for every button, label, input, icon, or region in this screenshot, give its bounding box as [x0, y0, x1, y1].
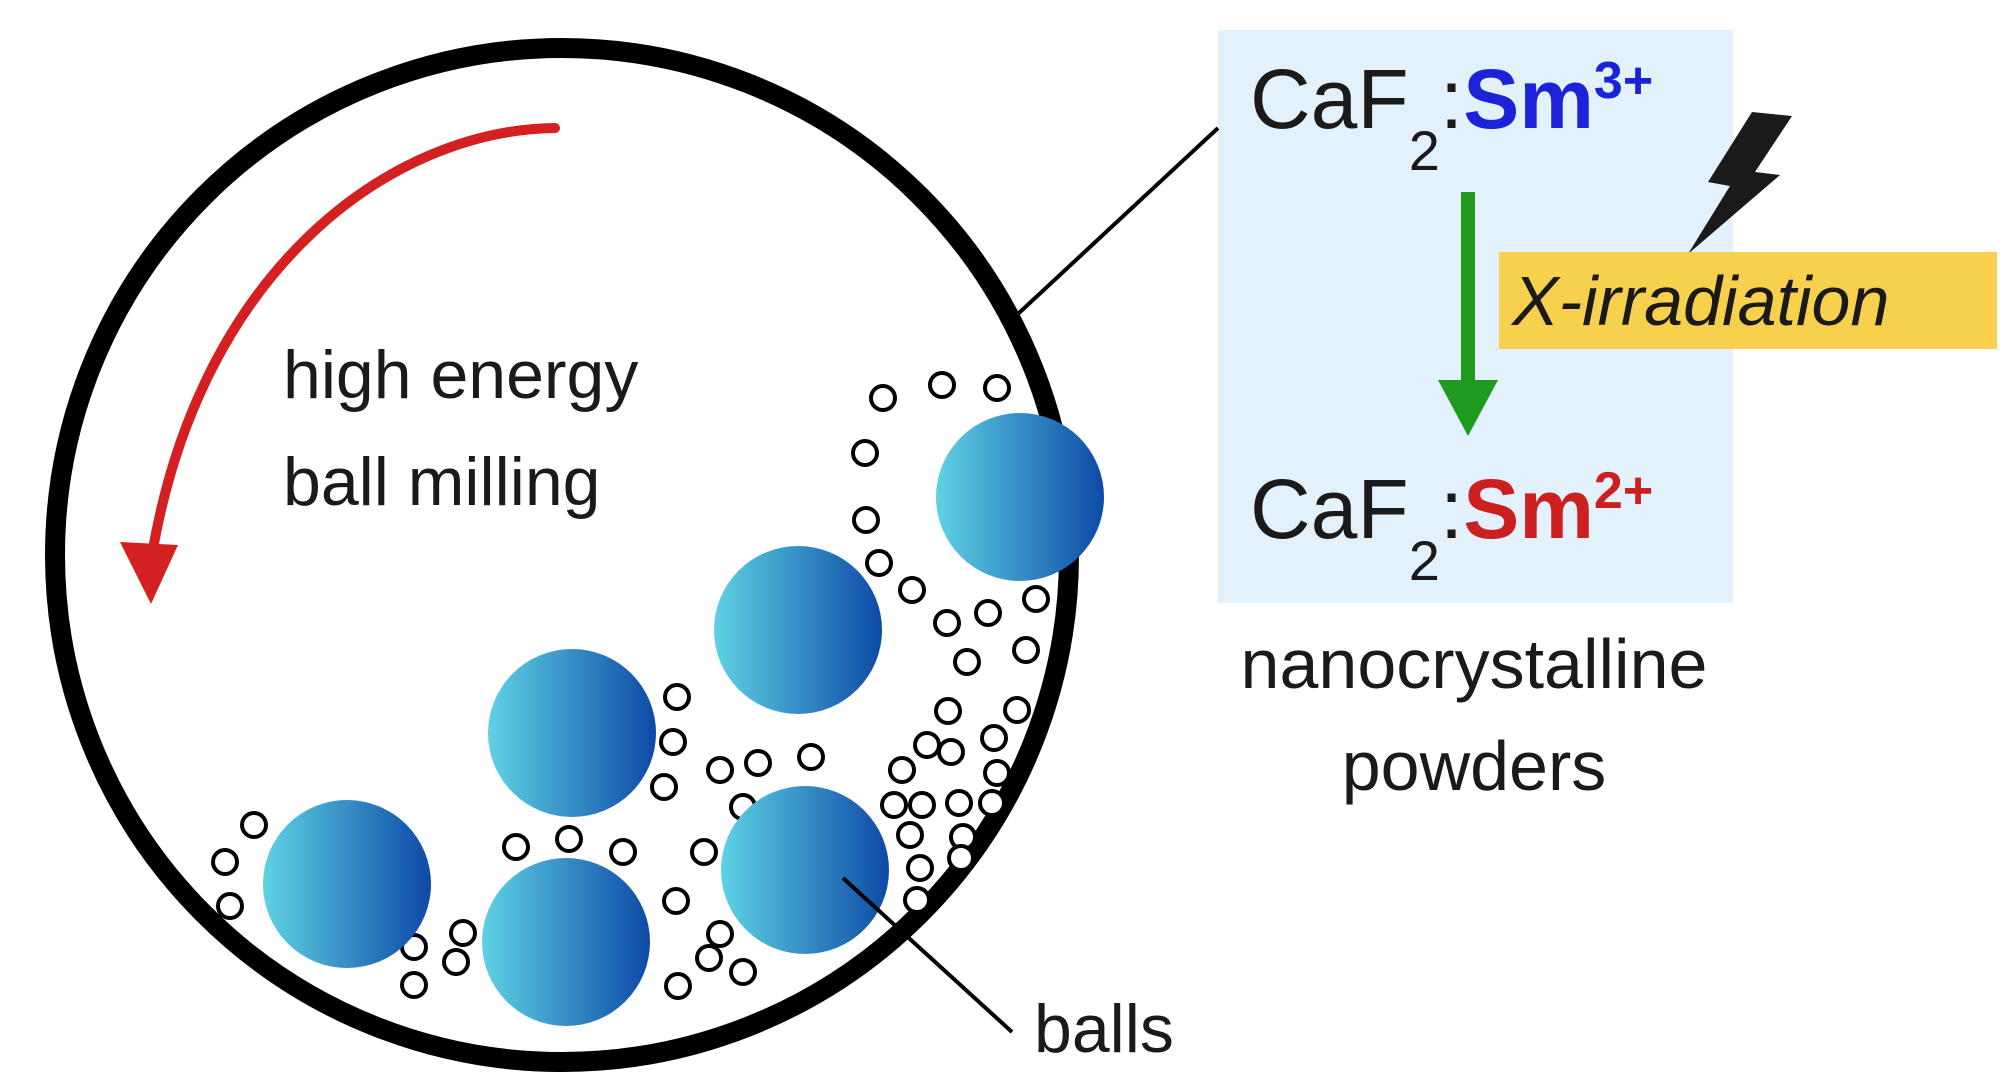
powder-particle: [1012, 636, 1040, 664]
powder-particle: [880, 791, 908, 819]
milling-ball: [714, 546, 882, 714]
powder-particle: [659, 728, 687, 756]
powder-particle: [928, 371, 956, 399]
powder-particle: [906, 854, 934, 882]
formula-sm3-subscript: 2: [1409, 119, 1440, 182]
powder-particle: [953, 648, 981, 676]
powder-particle: [240, 811, 268, 839]
mill-label-line1: high energy: [283, 337, 638, 413]
powder-particle: [442, 948, 470, 976]
powder-particle: [706, 920, 734, 948]
powder-particle: [851, 439, 879, 467]
powder-particle: [980, 724, 1008, 752]
powder-particle: [983, 759, 1011, 787]
powder-particle: [852, 506, 880, 534]
balls-label: balls: [1034, 991, 1174, 1067]
powder-particle: [983, 374, 1011, 402]
powder-particle: [216, 892, 244, 920]
powder-particle: [898, 576, 926, 604]
powder-particle: [690, 838, 718, 866]
powder-particles: [211, 371, 1050, 1000]
powder-particle: [865, 549, 893, 577]
powder-particle: [662, 887, 690, 915]
formula-sm3-host: CaF: [1250, 52, 1409, 146]
powder-particle: [211, 848, 239, 876]
milling-ball: [263, 800, 431, 968]
formula-sm3: CaF2:Sm3+: [1250, 52, 1653, 182]
powder-particle: [797, 743, 825, 771]
powder-particle: [903, 886, 931, 914]
milling-ball: [721, 786, 889, 954]
powder-particle: [945, 789, 973, 817]
powder-particle: [974, 599, 1002, 627]
formula-sm3-ion: Sm: [1463, 52, 1594, 146]
formula-sm3-charge: 3+: [1594, 52, 1653, 110]
powder-particle: [888, 756, 916, 784]
formula-sm2-ion: Sm: [1463, 462, 1594, 556]
powder-particle: [937, 738, 965, 766]
formula-sm2: CaF2:Sm2+: [1250, 462, 1653, 592]
xray-highlight: [1499, 252, 1997, 349]
formula-sm2-subscript: 2: [1409, 529, 1440, 592]
balls-leader-line: [841, 876, 1014, 1034]
rotation-arrow: [147, 123, 560, 560]
powder-particle: [869, 384, 897, 412]
powder-particle: [555, 825, 583, 853]
milling-ball: [488, 649, 656, 817]
lightning-bolt-icon: [1688, 112, 1792, 254]
powder-particle: [934, 697, 962, 725]
powder-particle: [695, 944, 723, 972]
rotation-arrow-head: [120, 542, 178, 604]
powder-particle: [400, 971, 428, 999]
mill-label-line2: ball milling: [283, 444, 600, 520]
powder-particle: [729, 958, 757, 986]
milling-ball: [482, 858, 650, 1026]
xray-label: X-irradiation: [1510, 262, 1889, 340]
powder-particle: [978, 789, 1006, 817]
milling-ball: [936, 413, 1104, 581]
powder-particle: [1022, 585, 1050, 613]
formula-sm2-charge: 2+: [1594, 462, 1653, 520]
milling-balls: [263, 413, 1104, 1026]
powder-particle: [908, 791, 936, 819]
powder-particle: [947, 844, 975, 872]
powder-particle: [706, 756, 734, 784]
powder-particle: [449, 919, 477, 947]
powder-particle: [744, 749, 772, 777]
formula-sm3-separator: :: [1440, 52, 1463, 146]
powder-caption-line2: powders: [1342, 727, 1607, 805]
powder-particle: [663, 683, 691, 711]
powder-particle: [650, 773, 678, 801]
powder-particle: [609, 838, 637, 866]
powder-particle: [664, 972, 692, 1000]
formula-sm2-separator: :: [1440, 462, 1463, 556]
powder-particle: [1003, 696, 1031, 724]
powder-particle: [933, 609, 961, 637]
formula-sm2-host: CaF: [1250, 462, 1409, 556]
reaction-arrow-head: [1438, 380, 1498, 436]
powder-particle: [896, 821, 924, 849]
powder-particle: [913, 731, 941, 759]
powder-caption-line1: nanocrystalline: [1241, 625, 1708, 703]
powder-particle: [502, 833, 530, 861]
